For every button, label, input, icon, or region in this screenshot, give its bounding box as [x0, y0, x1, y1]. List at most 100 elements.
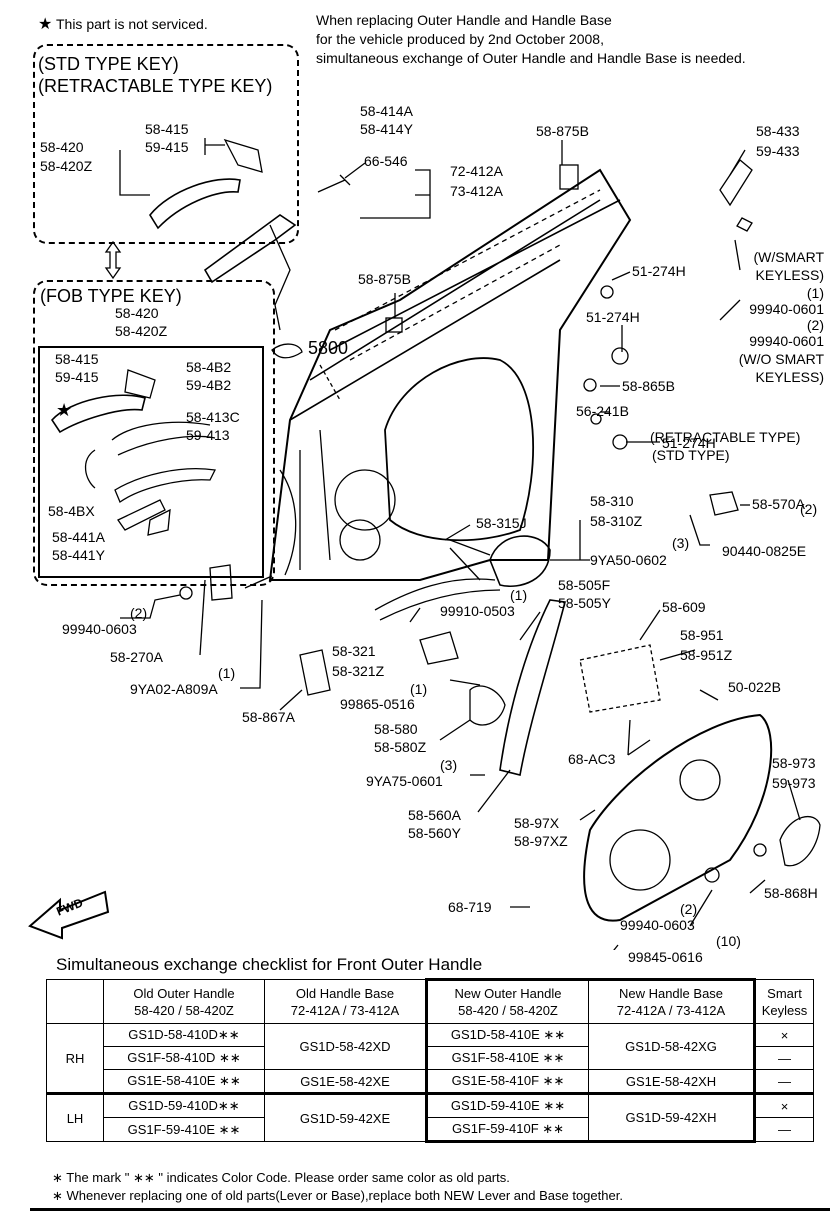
header-text: 72-412A / 73-412A: [616, 1003, 726, 1018]
cell: GS1D-59-410E ∗∗: [425, 1093, 589, 1118]
label-58-415: 58-415: [145, 121, 189, 137]
side-rh: RH: [46, 1023, 104, 1094]
label-58-310z: 58-310Z: [590, 513, 643, 529]
cell: GS1D-59-42XE: [264, 1093, 427, 1142]
label-99940-0603-b: 99940-0603: [620, 917, 695, 933]
cell: GS1F-59-410E ∗∗: [103, 1117, 265, 1142]
label-keyless-2: KEYLESS): [755, 369, 824, 385]
std-key-box: [33, 44, 299, 244]
label-56-241b: 56-241B: [576, 403, 629, 419]
label-retractable-type: (RETRACTABLE TYPE): [650, 429, 801, 445]
label-58-414a: 58-414A: [360, 103, 413, 119]
label-58-868h: 58-868H: [764, 885, 818, 901]
label-50-022b: 50-022B: [728, 679, 781, 695]
door-trim-panel: [583, 713, 773, 922]
label-58-97x: 58-97X: [514, 815, 560, 831]
label-58-433: 58-433: [756, 123, 800, 139]
label-fob-58-420z: 58-420Z: [115, 323, 168, 339]
cell: ×: [754, 1093, 814, 1118]
header-text: Old Handle Base: [295, 985, 395, 1001]
label-58-4bx: 58-4BX: [48, 503, 95, 519]
label-58-420z: 58-420Z: [40, 158, 93, 174]
diagram-drawing: ★: [28, 138, 821, 950]
cell: GS1D-58-42XG: [588, 1023, 756, 1070]
label-58-505y: 58-505Y: [558, 595, 611, 611]
label-58-570a: 58-570A: [752, 496, 805, 512]
retractable-key-title: (RETRACTABLE TYPE KEY): [38, 76, 273, 96]
label-qty-1: (1): [806, 285, 824, 301]
cell: GS1D-59-42XH: [588, 1093, 756, 1143]
label-58-951: 58-951: [680, 627, 724, 643]
label-59-4b2: 59-4B2: [186, 377, 232, 393]
note-replace-both: ∗ Whenever replacing one of old parts(Le…: [52, 1188, 623, 1203]
label-58-505f: 58-505F: [558, 577, 611, 593]
side-lh: LH: [46, 1093, 104, 1142]
label-72-412a: 72-412A: [450, 163, 503, 179]
header-text: New Handle Base: [618, 986, 724, 1001]
label-58-321: 58-321: [332, 643, 376, 659]
cell: GS1E-58-410F ∗∗: [425, 1069, 589, 1094]
label-58-310: 58-310: [590, 493, 634, 509]
label-qty-1b: (1): [218, 665, 236, 681]
label-58-867a: 58-867A: [242, 709, 295, 725]
header-note-line2: for the vehicle produced by 2nd October …: [316, 31, 604, 47]
cell: GS1D-59-410D∗∗: [103, 1093, 265, 1118]
header-side: [46, 979, 104, 1024]
header-text: New Outer Handle: [454, 986, 562, 1001]
header-text: 58-420 / 58-420Z: [134, 1002, 234, 1018]
label-99940-0603-a: 99940-0603: [62, 621, 137, 637]
star-legend-text: This part is not serviced.: [55, 16, 208, 32]
window-regulator-rail: [499, 599, 567, 776]
label-58-413c: 58-413C: [186, 409, 240, 425]
label-9ya50-0602: 9YA50-0602: [590, 552, 667, 568]
label-58-420: 58-420: [40, 139, 84, 155]
cell: GS1F-59-410F ∗∗: [425, 1117, 589, 1143]
label-9ya75-0601: 9YA75-0601: [366, 773, 443, 789]
label-58-441y: 58-441Y: [52, 547, 105, 563]
label-58-865b: 58-865B: [622, 378, 675, 394]
label-59-415: 59-415: [145, 139, 189, 155]
header-new-base: New Handle Base 72-412A / 73-412A: [588, 978, 756, 1024]
label-58-321z: 58-321Z: [332, 663, 385, 679]
fob-key-title: (FOB TYPE KEY): [40, 286, 182, 306]
cell: GS1D-58-410D∗∗: [103, 1023, 265, 1047]
label-58-875b-mid: 58-875B: [358, 271, 411, 287]
door-frame: [268, 168, 632, 581]
cell: GS1E-58-42XE: [264, 1069, 427, 1094]
label-59-973: 59-973: [772, 775, 816, 791]
label-68-719: 68-719: [448, 899, 492, 915]
label-58-4b2: 58-4B2: [186, 359, 232, 375]
label-qty-3a: (3): [672, 535, 690, 551]
label-std-type: (STD TYPE): [652, 447, 730, 463]
label-w-smart: (W/SMART: [753, 249, 824, 265]
cell: ×: [754, 1023, 814, 1047]
label-99845-0616: 99845-0616: [628, 949, 703, 965]
header-text: Smart: [767, 985, 802, 1001]
label-58-441a: 58-441A: [52, 529, 105, 545]
label-keyless: KEYLESS): [755, 267, 824, 283]
table-row: GS1F-58-410D ∗∗ GS1F-58-410E ∗∗ —: [47, 1046, 814, 1070]
header-note-line1: When replacing Outer Handle and Handle B…: [316, 12, 612, 28]
cell: —: [754, 1117, 814, 1142]
label-59-413: 59-413: [186, 427, 230, 443]
double-arrow-icon: [104, 240, 122, 280]
label-fob-59-415: 59-415: [55, 369, 99, 385]
fwd-arrow-icon: [28, 890, 110, 940]
cell: GS1D-58-42XD: [264, 1023, 427, 1070]
label-73-412a: 73-412A: [450, 183, 503, 199]
header-text: 72-412A / 73-412A: [290, 1002, 400, 1018]
label-58-560y: 58-560Y: [408, 825, 461, 841]
door-latch: [489, 535, 551, 587]
label-99940-0601-a: 99940-0601: [749, 301, 824, 317]
cell: GS1E-58-42XH: [588, 1069, 756, 1094]
label-qty-2c: (2): [680, 901, 698, 917]
label-qty-10: (10): [716, 933, 741, 949]
label-66-546: 66-546: [364, 153, 408, 169]
label-fob-58-420: 58-420: [115, 305, 159, 321]
label-58-560a: 58-560A: [408, 807, 461, 823]
label-58-414y: 58-414Y: [360, 121, 413, 137]
cell: —: [754, 1069, 814, 1094]
label-qty-2: (2): [806, 317, 824, 333]
